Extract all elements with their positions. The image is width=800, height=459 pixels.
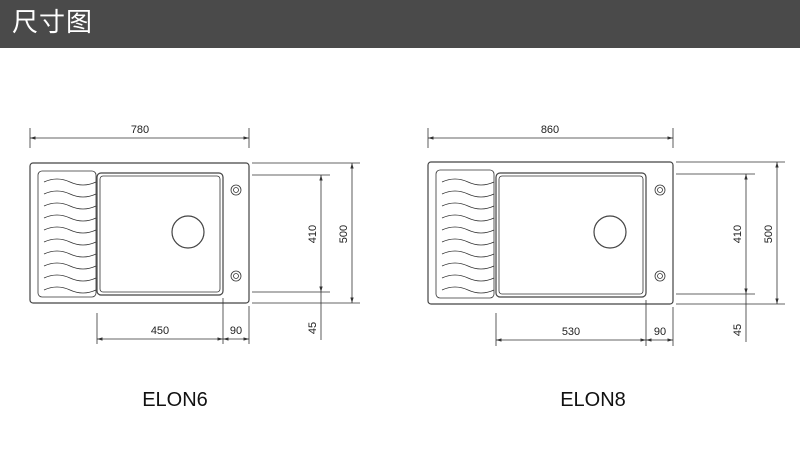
page-title: 尺寸图 xyxy=(12,8,94,38)
sink-bowl-inner xyxy=(498,175,644,295)
tap-hole-inner xyxy=(233,273,239,279)
width-label: 860 xyxy=(541,124,559,136)
offset-label: 45 xyxy=(732,324,744,336)
sink-bowl-inner xyxy=(99,175,221,293)
drainboard-ribs xyxy=(43,178,97,294)
bowl-depth-label: 410 xyxy=(732,225,744,243)
drain-circle xyxy=(593,215,627,249)
sink-bowl xyxy=(495,172,647,298)
depth-label: 500 xyxy=(338,225,350,243)
tap-hole xyxy=(230,270,242,282)
bowl-width-label: 450 xyxy=(151,325,169,337)
drainboard xyxy=(435,169,495,299)
tap-hole xyxy=(654,270,666,282)
tap-hole-inner xyxy=(657,187,663,193)
sink-drawing-elon8: 860 xyxy=(427,124,785,411)
sink-outline xyxy=(427,161,674,305)
tap-hole xyxy=(230,184,242,196)
tap-hole-inner xyxy=(657,273,663,279)
tap-hole xyxy=(654,184,666,196)
model-label: ELON8 xyxy=(560,389,626,411)
width-label: 780 xyxy=(131,124,149,136)
sink-drawing-elon6: 780 xyxy=(29,124,360,411)
bowl-depth-label: 410 xyxy=(307,225,319,243)
drain-circle xyxy=(171,215,205,249)
model-label: ELON6 xyxy=(142,389,208,411)
tap-hole-inner xyxy=(233,187,239,193)
side-label: 90 xyxy=(230,325,242,337)
sink-bowl xyxy=(96,172,224,296)
header-bar: 尺寸图 xyxy=(0,0,800,48)
offset-label: 45 xyxy=(307,322,319,334)
bowl-width-label: 530 xyxy=(562,326,580,338)
depth-label: 500 xyxy=(763,225,775,243)
drainboard-ribs xyxy=(441,178,495,294)
sink-outline xyxy=(29,162,250,304)
drainboard xyxy=(37,170,97,298)
side-label: 90 xyxy=(654,326,666,338)
